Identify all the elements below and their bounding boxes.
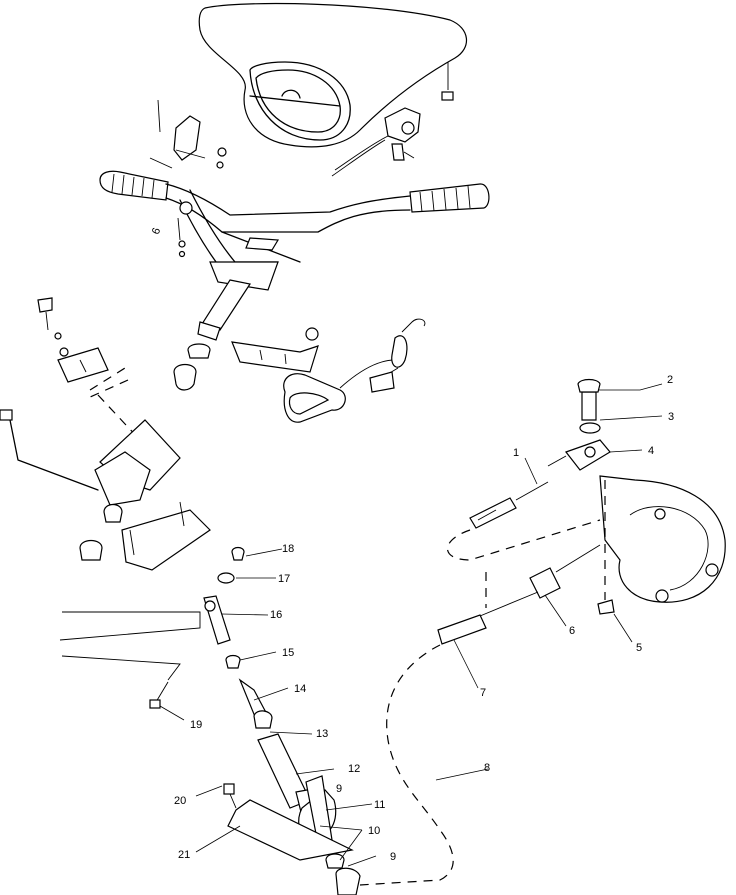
callout-21: 21 [178,849,190,861]
callout-18: 18 [282,543,294,555]
callout-17: 17 [278,573,290,585]
switch-housing [331,107,421,177]
handlebar [99,157,490,291]
callout-2: 2 [667,374,673,386]
cable-bracket [231,327,319,373]
callout-10: 10 [368,825,380,837]
leader-lines [159,383,663,867]
callout-6-handlebar: 6 [150,226,163,236]
callout-4: 4 [648,445,654,457]
tether-cord [283,318,426,423]
callout-20: 20 [174,795,186,807]
callout-19: 19 [190,719,202,731]
callout-labels: 1 2 3 4 5 6 7 8 9 9 10 11 12 13 14 15 16… [150,226,674,863]
callout-3: 3 [668,411,674,423]
steering-support [0,297,211,571]
callout-13: 13 [316,728,328,740]
handlebar-cover [198,2,467,148]
callout-6: 6 [569,625,575,637]
callout-7: 7 [480,687,486,699]
callout-14: 14 [294,683,306,695]
steering-post [173,279,251,391]
callout-12: 12 [348,763,360,775]
callout-5: 5 [636,642,642,654]
callout-9-upper: 9 [336,783,342,795]
brake-lever [157,99,227,169]
callout-9-lower: 9 [390,851,396,863]
throttle-cable-assembly [359,378,726,886]
callout-11: 11 [374,799,385,811]
callout-8: 8 [484,762,490,774]
callout-1: 1 [513,447,519,459]
lower-cable-assembly [59,546,361,895]
callout-16: 16 [270,609,282,621]
callout-15: 15 [282,647,294,659]
